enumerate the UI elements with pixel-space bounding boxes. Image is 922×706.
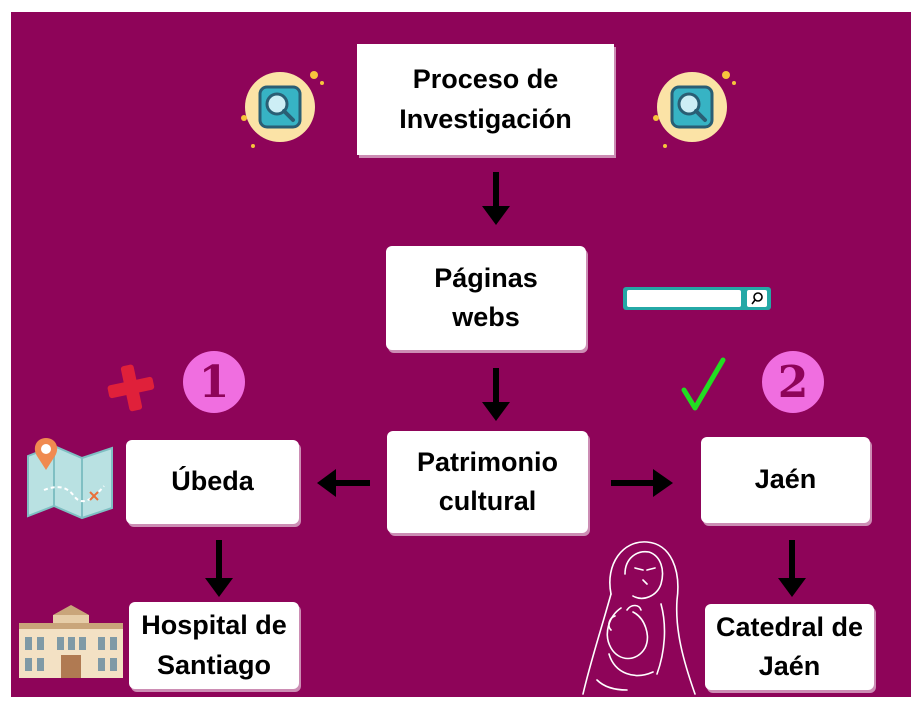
badge-2: 2 [762, 351, 824, 413]
building-icon [19, 605, 123, 678]
search-bar-icon [623, 287, 771, 310]
arrow-right [611, 469, 673, 497]
arrow-down-ubeda [205, 540, 233, 597]
arrow-down-1 [482, 172, 510, 225]
title-box: Proceso de Investigación [357, 44, 614, 155]
paginas-webs-box: Páginas webs [386, 246, 586, 350]
magnifier-icon-left [241, 71, 324, 148]
arrow-left [317, 469, 370, 497]
arrow-down-jaen [778, 540, 806, 597]
magnifier-icon-right [653, 71, 736, 148]
badge-1: 1 [183, 351, 245, 413]
check-icon [681, 357, 726, 411]
jaen-box: Jaén [701, 437, 870, 523]
patrimonio-cultural-box: Patrimonio cultural [387, 431, 588, 533]
diagram-canvas: Proceso de Investigación Páginas webs 1 … [11, 12, 911, 697]
catedral-jaen-box: Catedral de Jaén [705, 604, 874, 690]
hospital-santiago-box: Hospital de Santiago [129, 602, 299, 689]
map-icon [27, 438, 113, 520]
arrow-down-2 [482, 368, 510, 421]
ubeda-box: Úbeda [126, 440, 299, 524]
search-icon [751, 292, 763, 305]
cross-icon [107, 364, 155, 412]
madonna-icon [582, 541, 696, 695]
